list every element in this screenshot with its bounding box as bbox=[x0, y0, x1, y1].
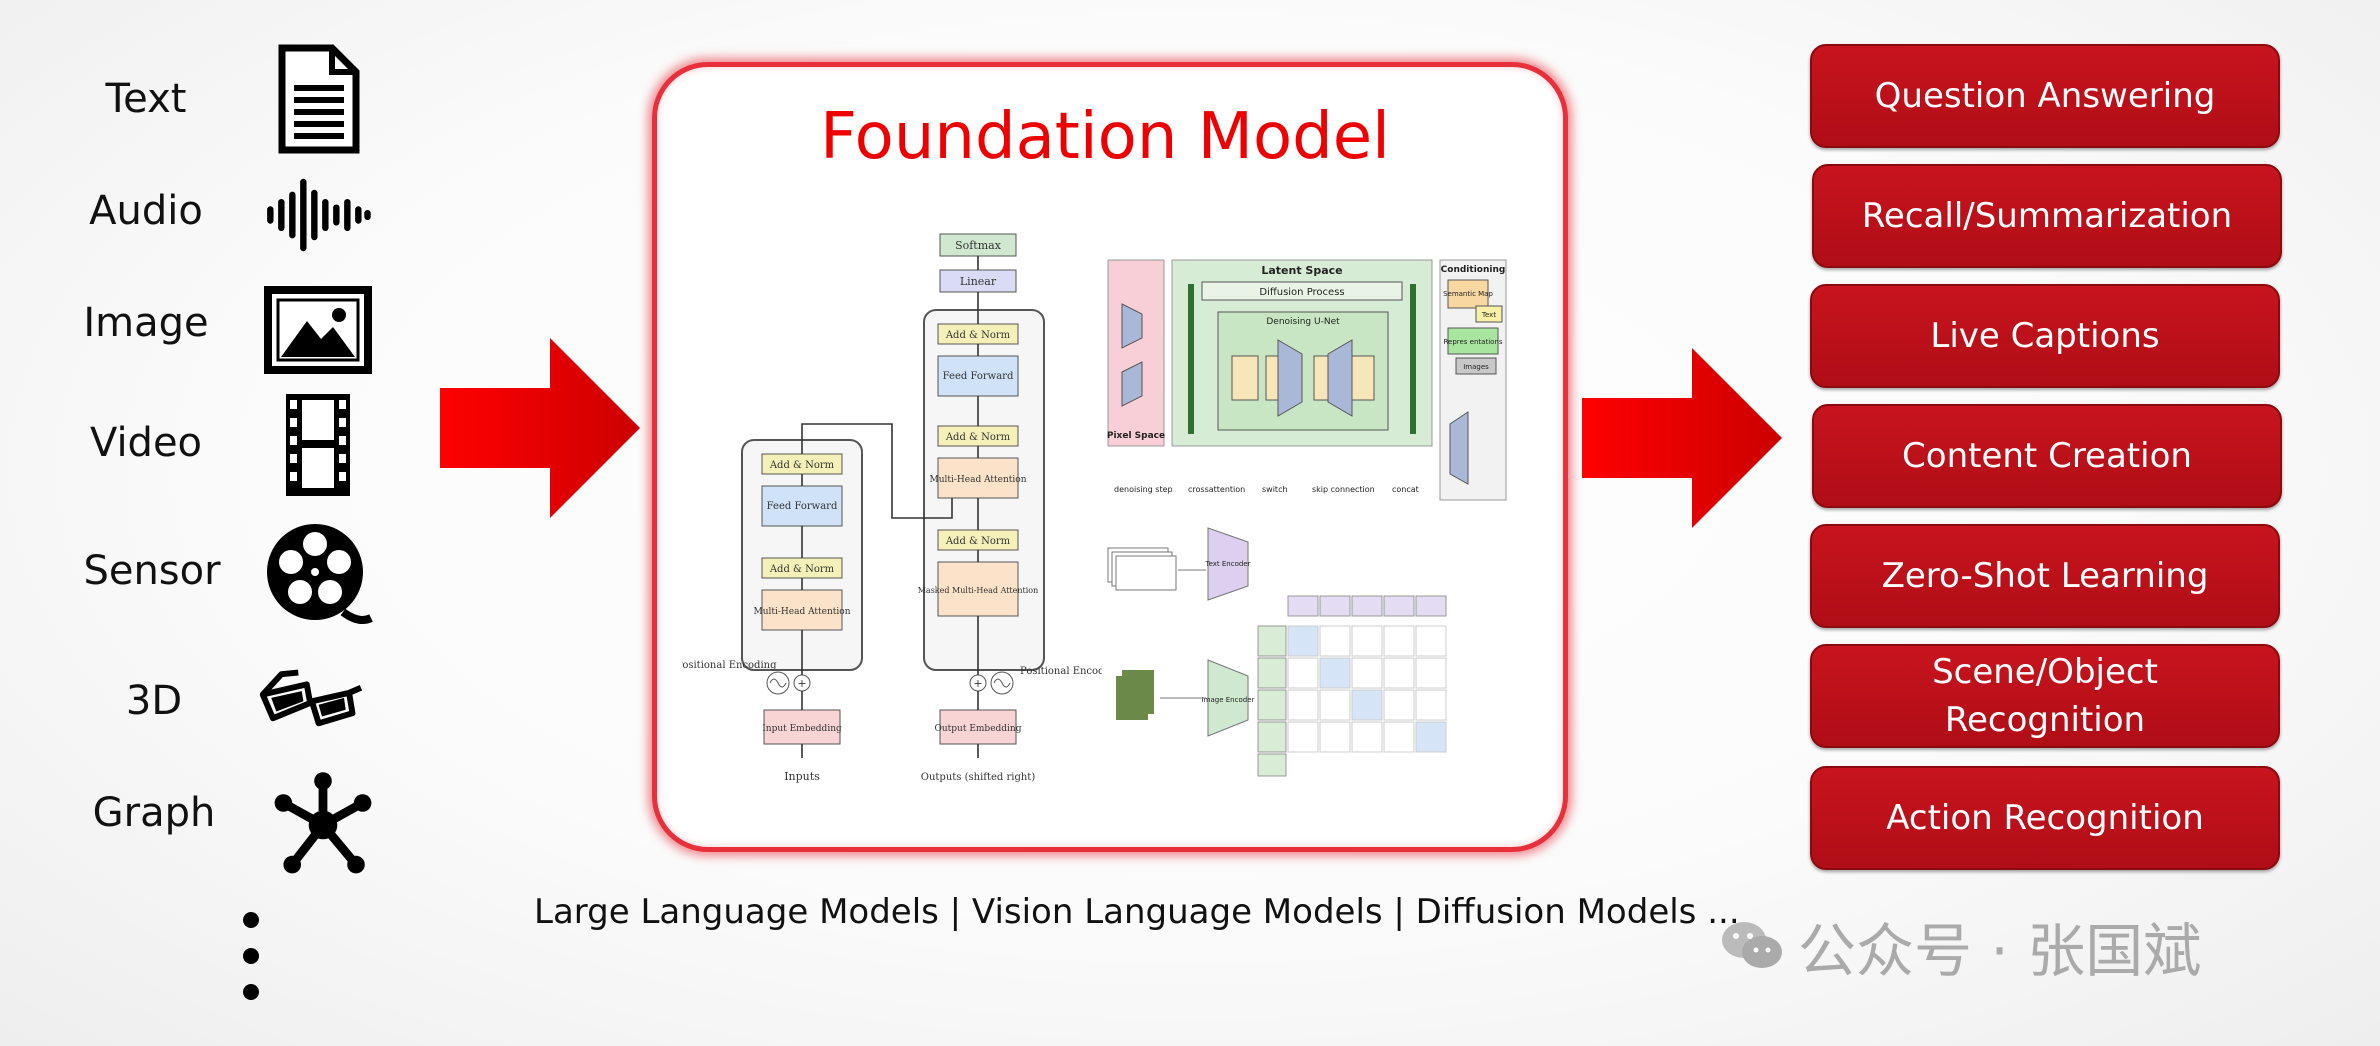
film-strip-icon bbox=[263, 390, 373, 500]
input-arrow-icon bbox=[440, 338, 640, 518]
svg-text:Pixel Space: Pixel Space bbox=[1107, 431, 1165, 441]
watermark: 公众号 · 张国斌 bbox=[1720, 908, 2201, 985]
svg-text:Repres entations: Repres entations bbox=[1443, 338, 1502, 346]
3d-glasses-icon bbox=[256, 648, 366, 758]
svg-text:denoising step: denoising step bbox=[1114, 485, 1173, 494]
output-scene-object-recognition: Scene/Object Recognition bbox=[1810, 644, 2280, 748]
svg-text:Text Encoder: Text Encoder bbox=[1204, 560, 1250, 568]
svg-text:switch: switch bbox=[1262, 485, 1288, 494]
svg-text:Masked Multi-Head Attention: Masked Multi-Head Attention bbox=[918, 586, 1039, 595]
document-icon bbox=[263, 44, 373, 154]
svg-text:Linear: Linear bbox=[960, 275, 997, 288]
output-zero-shot-learning: Zero-Shot Learning bbox=[1810, 524, 2280, 628]
svg-text:Feed Forward: Feed Forward bbox=[767, 501, 838, 512]
svg-text:Multi-Head Attention: Multi-Head Attention bbox=[930, 475, 1027, 485]
svg-text:Outputs (shifted right): Outputs (shifted right) bbox=[921, 772, 1036, 783]
svg-text:Images: Images bbox=[1463, 363, 1489, 371]
svg-text:+: + bbox=[797, 677, 806, 690]
output-recall-summarization: Recall/Summarization bbox=[1812, 164, 2282, 268]
wechat-icon bbox=[1722, 922, 1782, 968]
svg-text:Latent Space: Latent Space bbox=[1261, 264, 1342, 277]
svg-text:concat: concat bbox=[1392, 485, 1419, 494]
svg-text:Semantic Map: Semantic Map bbox=[1443, 290, 1493, 298]
input-label-sensor: Sensor bbox=[83, 548, 221, 594]
output-action-recognition: Action Recognition bbox=[1810, 766, 2280, 870]
svg-text:crossattention: crossattention bbox=[1188, 485, 1245, 494]
svg-text:Multi-Head Attention: Multi-Head Attention bbox=[754, 607, 851, 617]
input-label-3d: 3D bbox=[125, 678, 183, 724]
svg-text:Add & Norm: Add & Norm bbox=[769, 460, 835, 471]
svg-text:Denoising U-Net: Denoising U-Net bbox=[1266, 317, 1340, 327]
graph-node-icon bbox=[268, 770, 378, 880]
svg-text:Conditioning: Conditioning bbox=[1441, 265, 1506, 275]
svg-text:Diffusion Process: Diffusion Process bbox=[1259, 287, 1344, 298]
output-question-answering: Question Answering bbox=[1810, 44, 2280, 148]
svg-text:Add & Norm: Add & Norm bbox=[769, 564, 835, 575]
watermark-text: 公众号 · 张国斌 bbox=[1798, 917, 2202, 985]
film-reel-icon bbox=[263, 520, 373, 630]
svg-text:Feed Forward: Feed Forward bbox=[943, 371, 1014, 382]
svg-text:Softmax: Softmax bbox=[955, 239, 1002, 252]
svg-text:Add & Norm: Add & Norm bbox=[945, 536, 1011, 547]
svg-text:Add & Norm: Add & Norm bbox=[945, 330, 1011, 341]
svg-text:Positional Encoding: Positional Encoding bbox=[1020, 666, 1102, 677]
output-content-creation: Content Creation bbox=[1812, 404, 2282, 508]
latent-diffusion-diagram: .ld{font-family:"DejaVu Sans",sans-serif… bbox=[1107, 259, 1507, 501]
output-arrow-icon bbox=[1582, 348, 1782, 528]
clip-diagram: .cl{font-family:"DejaVu Sans",sans-serif… bbox=[1107, 527, 1447, 777]
more-inputs-ellipsis-icon bbox=[236, 908, 266, 1008]
svg-text:Inputs: Inputs bbox=[784, 770, 820, 783]
input-label-video: Video bbox=[89, 420, 203, 466]
input-label-graph: Graph bbox=[92, 790, 216, 836]
svg-text:skip connection: skip connection bbox=[1312, 485, 1375, 494]
svg-text:Positional Encoding: Positional Encoding bbox=[682, 660, 777, 671]
input-label-text: Text bbox=[105, 76, 187, 122]
model-types-caption: Large Language Models | Vision Language … bbox=[534, 892, 1740, 932]
transformer-diagram: Softmax Linear Add & Norm Feed Forward A… bbox=[682, 233, 1102, 783]
waveform-icon bbox=[263, 160, 373, 270]
svg-text:Input Embedding: Input Embedding bbox=[762, 724, 842, 734]
svg-text:Image Encoder: Image Encoder bbox=[1202, 696, 1255, 704]
svg-text:Output Embedding: Output Embedding bbox=[935, 724, 1022, 734]
image-icon bbox=[263, 275, 373, 385]
svg-text:Add & Norm: Add & Norm bbox=[945, 432, 1011, 443]
output-live-captions: Live Captions bbox=[1810, 284, 2280, 388]
input-label-audio: Audio bbox=[89, 188, 203, 234]
svg-text:+: + bbox=[973, 677, 982, 690]
foundation-model-title: Foundation Model bbox=[820, 100, 1390, 174]
input-label-image: Image bbox=[83, 300, 209, 346]
svg-text:Text: Text bbox=[1481, 311, 1496, 319]
